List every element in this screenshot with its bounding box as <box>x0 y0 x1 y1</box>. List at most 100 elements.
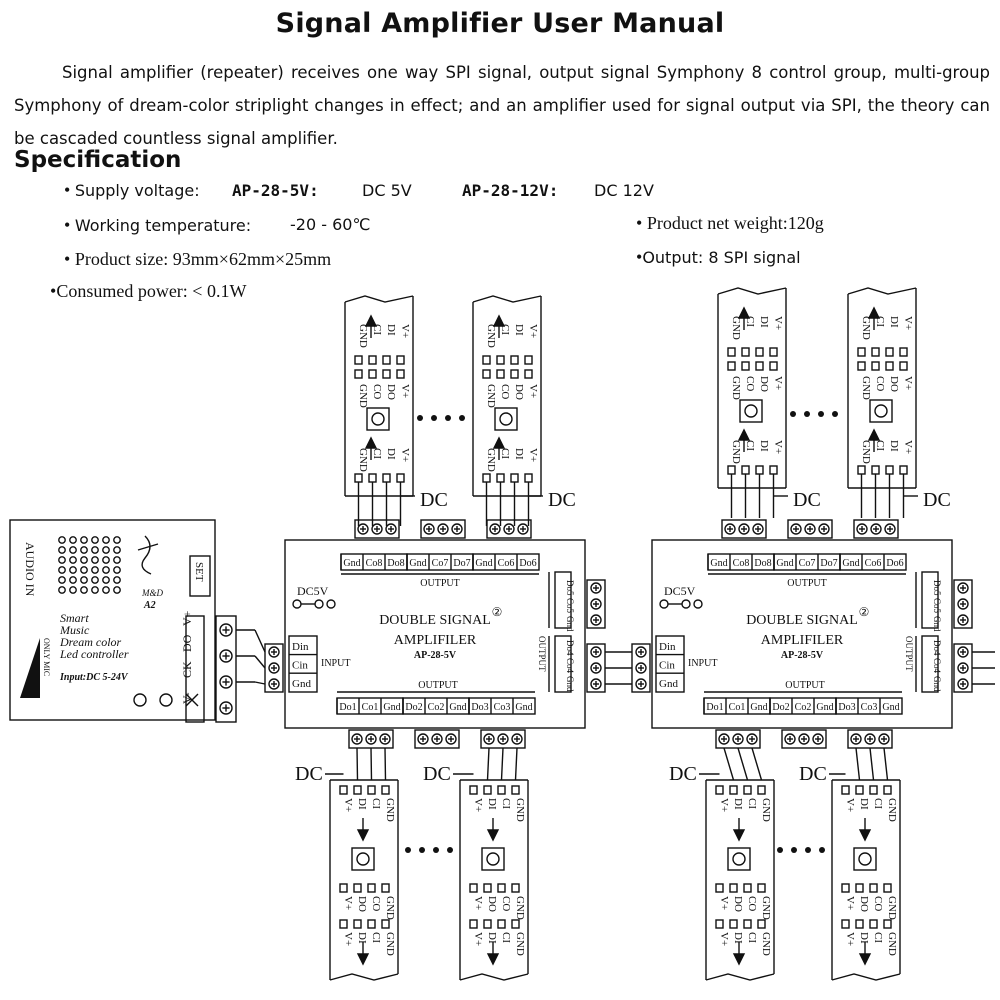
screw-terminal <box>590 614 602 626</box>
strip-pin-label: CI <box>746 932 758 943</box>
screw-terminal <box>790 523 802 535</box>
pin-pad <box>510 369 519 379</box>
terminal-label: Co1 <box>729 702 746 713</box>
screw-terminal <box>878 733 890 745</box>
pin-pad <box>524 369 533 379</box>
strip-pin-label: CO <box>371 384 383 399</box>
strip-pin-label: V+ <box>472 932 484 946</box>
terminal-label: Co4 <box>932 658 942 674</box>
brand-label: M&D <box>141 588 163 598</box>
ellipsis-dots <box>777 847 825 853</box>
led-strip-segment <box>717 287 787 489</box>
spec-output: •Output: 8 SPI signal <box>636 247 801 267</box>
strip-pin-label: GND <box>384 798 396 822</box>
strip-pin-label: DO <box>732 896 744 912</box>
pin-pad <box>715 883 724 893</box>
mic-hole <box>102 566 110 574</box>
pin-pad <box>382 473 391 483</box>
strip-pin-label: GND <box>514 896 526 920</box>
amplifier-name: DOUBLE SIGNAL <box>746 613 858 628</box>
arrow-down-icon <box>732 942 746 966</box>
mic-hole <box>58 586 66 594</box>
terminal-label: Do1 <box>339 702 356 713</box>
only-mic-wedge <box>20 638 40 698</box>
mic-hole <box>113 536 121 544</box>
terminal-label: Co7 <box>799 558 816 569</box>
terminal-label: Gnd <box>816 702 833 713</box>
mic-hole <box>58 536 66 544</box>
strip-pin-label: V+ <box>527 324 539 338</box>
screw-terminal <box>957 614 969 626</box>
strip-pin-label: GND <box>886 896 898 920</box>
screw-terminal <box>517 523 529 535</box>
arrow-down-icon <box>858 942 872 966</box>
screw-terminal <box>957 598 969 610</box>
strip-pin-label: CI <box>874 316 886 327</box>
audio-in-label: AUDIO IN <box>23 542 37 597</box>
controller-input-label: Input:DC 5-24V <box>59 672 129 683</box>
strip-pin-label: GND <box>730 440 742 464</box>
strip-pin-label: CO <box>499 384 511 399</box>
page-title: Signal Amplifier User Manual <box>275 8 725 39</box>
mic-hole <box>91 566 99 574</box>
strip-pin-label: V+ <box>772 316 784 330</box>
output-label: OUTPUT <box>787 578 826 589</box>
spec-model-12v: AP-28-12V: <box>462 181 559 200</box>
set-button-box <box>189 555 211 597</box>
strip-pin-label: GND <box>760 896 772 920</box>
strip-pin-label: GND <box>730 376 742 400</box>
screw-terminal <box>445 733 457 745</box>
screw-terminal <box>746 733 758 745</box>
strip-pin-label: DO <box>888 376 900 392</box>
pin-pad <box>497 883 506 893</box>
output-label: OUTPUT <box>785 680 824 691</box>
strip-pin-label: DI <box>356 798 368 810</box>
strip-pin-label: V+ <box>772 376 784 390</box>
pin-pad <box>715 919 724 929</box>
terminal-label: Co2 <box>428 702 445 713</box>
pin-pad <box>368 355 377 365</box>
pin-pad <box>741 347 750 357</box>
strip-pin-label: CI <box>872 932 884 943</box>
screw-terminal <box>856 523 868 535</box>
pin-pad <box>354 369 363 379</box>
mic-hole <box>102 536 110 544</box>
strip-pin-label: GND <box>357 448 369 472</box>
screw-terminal <box>804 523 816 535</box>
screw-terminal <box>864 733 876 745</box>
pin-pad <box>339 883 348 893</box>
amplifier-board <box>651 539 953 729</box>
mic-hole <box>91 556 99 564</box>
terminal-label: Do1 <box>706 702 723 713</box>
pin-pad <box>381 785 390 795</box>
pin-pad <box>511 785 520 795</box>
led-chip <box>366 407 390 431</box>
spec-model-5v: AP-28-5V: <box>232 181 319 200</box>
pin-pad <box>857 347 866 357</box>
screw-terminal <box>718 733 730 745</box>
input-label: INPUT <box>321 658 350 669</box>
pin-pad <box>727 465 736 475</box>
terminal-label: Gnd <box>343 558 360 569</box>
pin-pad <box>871 347 880 357</box>
mic-hole <box>102 576 110 584</box>
terminal-block <box>853 519 899 539</box>
strip-pin-label: DI <box>758 316 770 328</box>
arrow-down-icon <box>732 818 746 842</box>
ce-mark-icon <box>133 693 147 707</box>
strip-pin-label: DI <box>486 932 498 944</box>
mic-hole <box>113 546 121 554</box>
pin-pad <box>841 883 850 893</box>
strip-pin-label: V+ <box>902 376 914 390</box>
pin-pad <box>482 473 491 483</box>
ellipsis-dots <box>790 411 838 417</box>
only-mic-label: ONLY MIC <box>42 638 51 676</box>
strip-pin-label: GND <box>485 448 497 472</box>
terminal-label: Do2 <box>772 702 789 713</box>
terminal-label: Gnd <box>710 558 727 569</box>
pin-pad <box>524 473 533 483</box>
pin-pad <box>869 919 878 929</box>
strip-pin-label: DI <box>513 448 525 460</box>
terminal-label: Co7 <box>432 558 449 569</box>
terminal-label: Do6 <box>519 558 536 569</box>
